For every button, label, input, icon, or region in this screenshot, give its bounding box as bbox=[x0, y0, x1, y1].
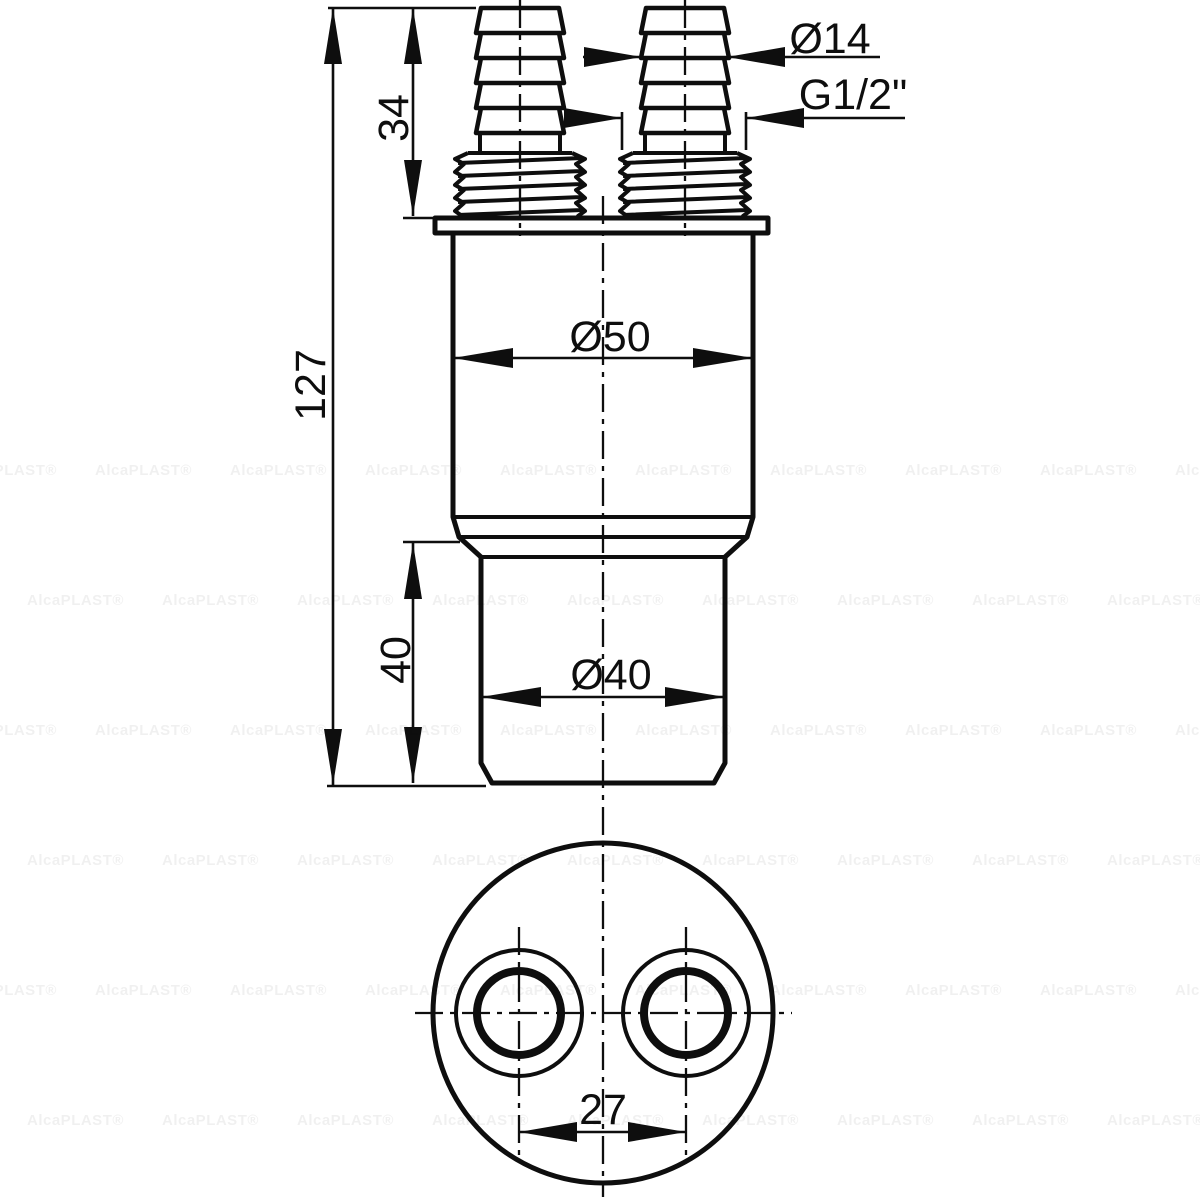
extension-lines bbox=[327, 6, 748, 788]
dim-thread-label: G1/2" bbox=[799, 71, 908, 119]
dim-spigot-diameter-label: Ø40 bbox=[570, 651, 651, 699]
dim-total-height-label: 127 bbox=[287, 349, 335, 421]
dim-barb-height-label: 34 bbox=[370, 94, 418, 142]
dim-spigot-height-label: 40 bbox=[372, 636, 420, 684]
dimensions: 127 34 40 Ø50 Ø40 Ø14 G1/2" 27 bbox=[287, 6, 908, 1142]
centerlines bbox=[415, 0, 792, 1197]
flange bbox=[432, 215, 771, 236]
dim-body-diameter-label: Ø50 bbox=[569, 313, 650, 361]
dim-hose-diameter-label: Ø14 bbox=[789, 15, 870, 63]
barb-stem-left bbox=[478, 133, 562, 154]
barb-stem-right bbox=[643, 133, 727, 154]
dim-hole-spacing-label: 27 bbox=[579, 1086, 627, 1134]
front-view bbox=[432, 5, 771, 786]
